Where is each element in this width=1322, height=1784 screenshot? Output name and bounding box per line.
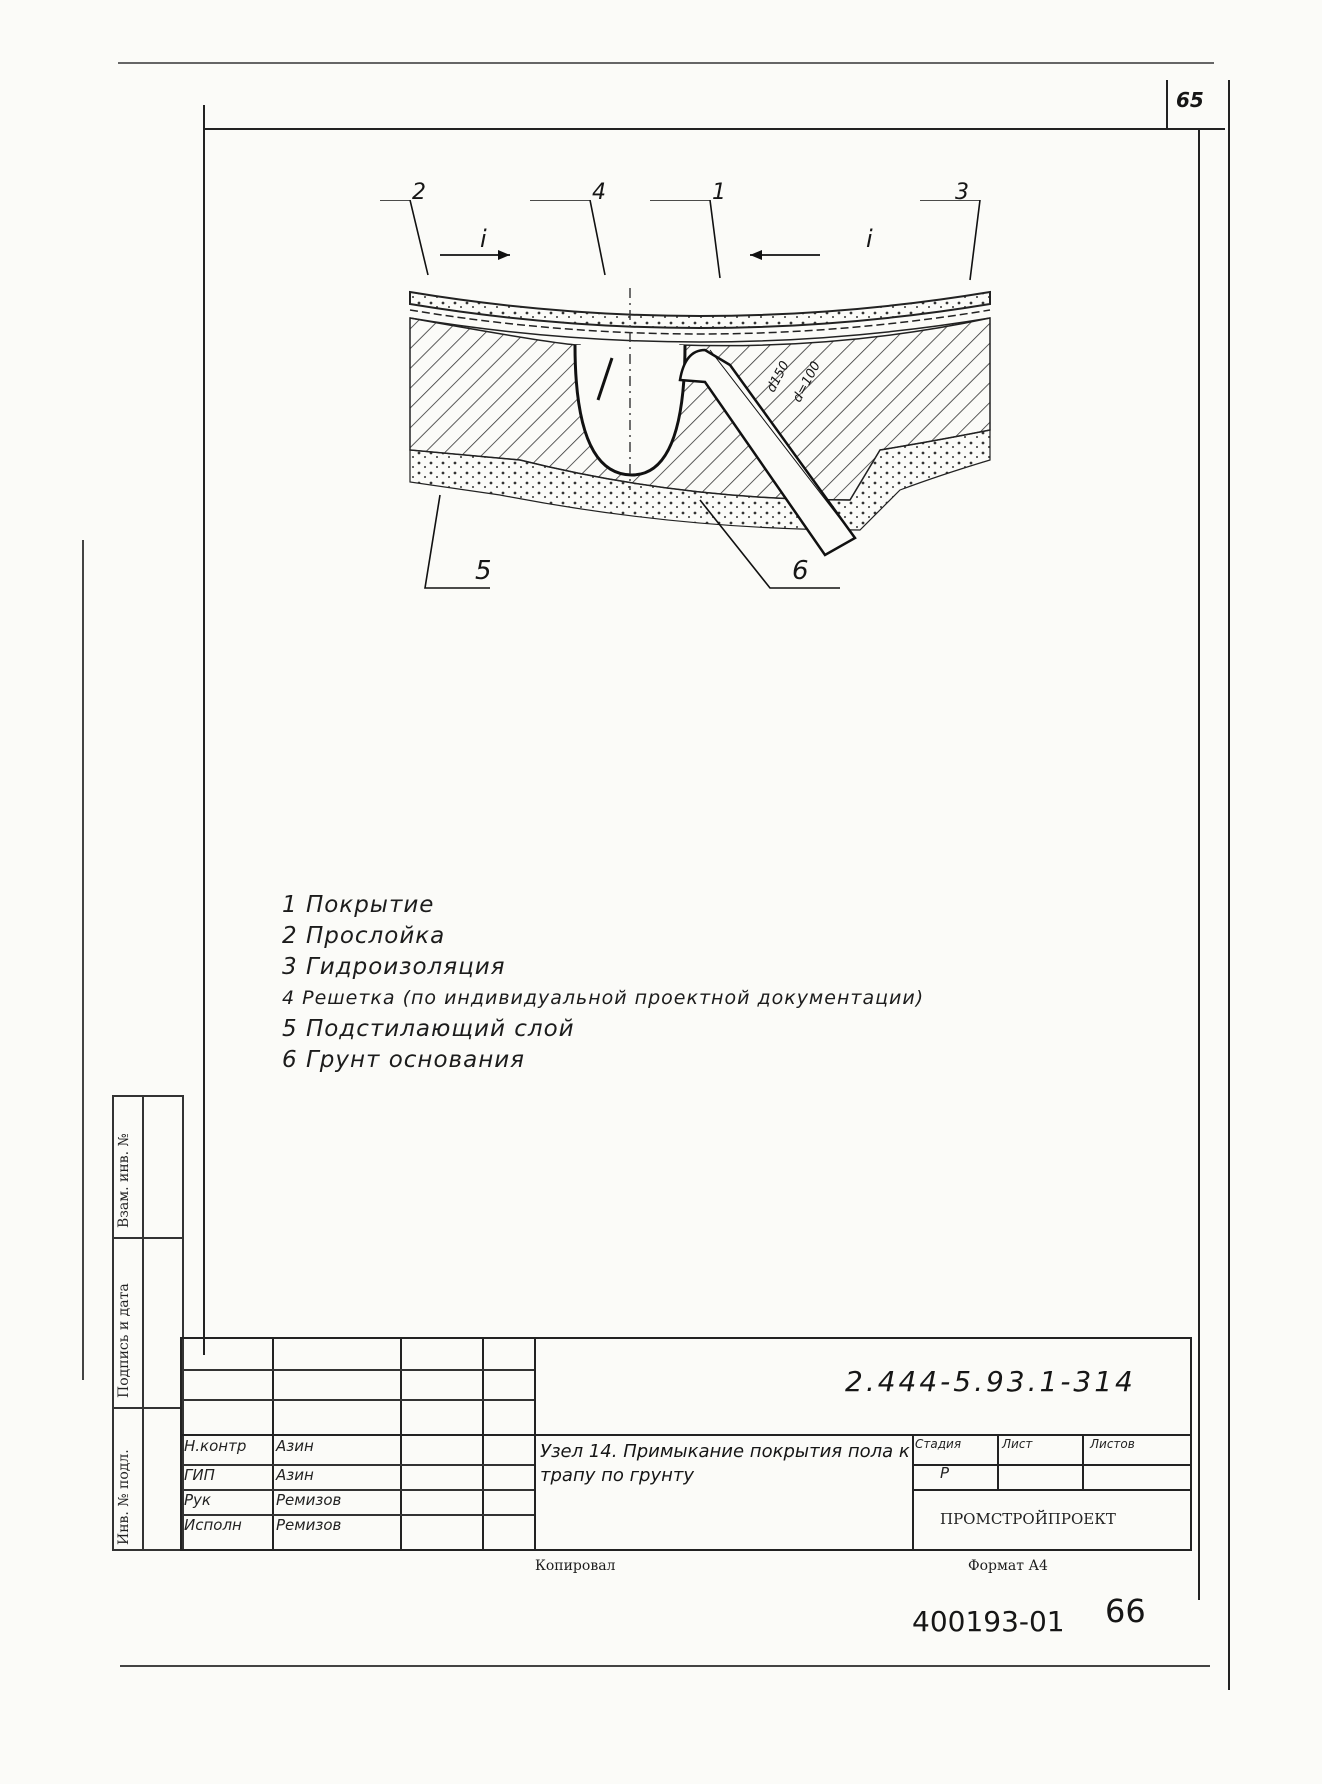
stamp-inv-repl: Взам. инв. № <box>116 1133 132 1228</box>
page-number-bottom: 66 <box>1105 1592 1146 1630</box>
drawing-title: Узел 14. Примыкание покрытия пола к трап… <box>540 1441 910 1486</box>
side-stamp <box>112 1095 184 1551</box>
stamp-inv-orig: Инв. № подл. <box>116 1449 132 1545</box>
sig-role: Исполн <box>184 1516 242 1534</box>
organization: ПРОМСТРОЙПРОЕКТ <box>940 1510 1116 1528</box>
legend-item: 5 Подстилающий слой <box>282 1016 575 1042</box>
sig-name: Ремизов <box>276 1491 342 1509</box>
footer-copied: Копировал <box>535 1558 616 1574</box>
stage-value: Р <box>940 1464 950 1482</box>
section-drawing <box>380 200 991 589</box>
legend-item: 2 Прослойка <box>282 923 446 949</box>
page-number-top: 65 <box>1176 88 1204 112</box>
title-block <box>180 1337 1192 1551</box>
stamp-sign-date: Подпись и дата <box>116 1283 132 1398</box>
frame-left-outer <box>82 540 84 1380</box>
callout-6: 6 <box>792 556 809 586</box>
legend-item: 1 Покрытие <box>282 892 435 918</box>
drain-bowl <box>573 344 687 477</box>
frame-right-line <box>1228 80 1230 1690</box>
footer-format: Формат А4 <box>968 1558 1048 1574</box>
frame-top-line <box>118 62 1214 64</box>
sig-role: Рук <box>184 1491 211 1509</box>
callout-4: 4 <box>592 180 606 205</box>
callout-2: 2 <box>412 180 426 205</box>
frame-right-inner <box>1198 130 1200 1600</box>
archive-code: 400193-01 <box>912 1605 1065 1638</box>
sig-name: Азин <box>276 1466 314 1484</box>
slope-label-right: i <box>866 225 873 253</box>
legend-item: 3 Гидроизоляция <box>282 954 506 980</box>
frame-inner-top <box>205 128 1225 130</box>
legend-item: 4 Решетка (по индивидуальной проектной д… <box>282 987 925 1009</box>
callout-5: 5 <box>475 556 492 586</box>
frame-left-inner <box>203 105 205 1355</box>
designation: 2.444-5.93.1-314 <box>845 1365 1136 1398</box>
callout-3: 3 <box>955 180 969 205</box>
sheet-label: Лист <box>1002 1437 1033 1451</box>
frame-page-box-left <box>1166 80 1168 130</box>
frame-bottom-line <box>120 1665 1210 1667</box>
callout-1: 1 <box>712 180 726 205</box>
sig-role: ГИП <box>184 1466 215 1484</box>
layer-soil <box>409 429 991 531</box>
layer-waterproofing <box>409 317 991 343</box>
sig-name: Ремизов <box>276 1516 342 1534</box>
stage-label: Стадия <box>915 1437 962 1451</box>
layer-interlayer <box>409 309 991 335</box>
slope-label-left: i <box>480 225 487 253</box>
drain-pipe <box>678 348 857 557</box>
sig-role: Н.контр <box>184 1437 247 1455</box>
legend-list: 1 Покрытие 2 Прослойка 3 Гидроизоляция 4… <box>282 890 924 1076</box>
sig-name: Азин <box>276 1437 314 1455</box>
layer-coating <box>409 290 991 329</box>
sheets-label: Листов <box>1090 1437 1135 1451</box>
legend-item: 6 Грунт основания <box>282 1047 526 1073</box>
